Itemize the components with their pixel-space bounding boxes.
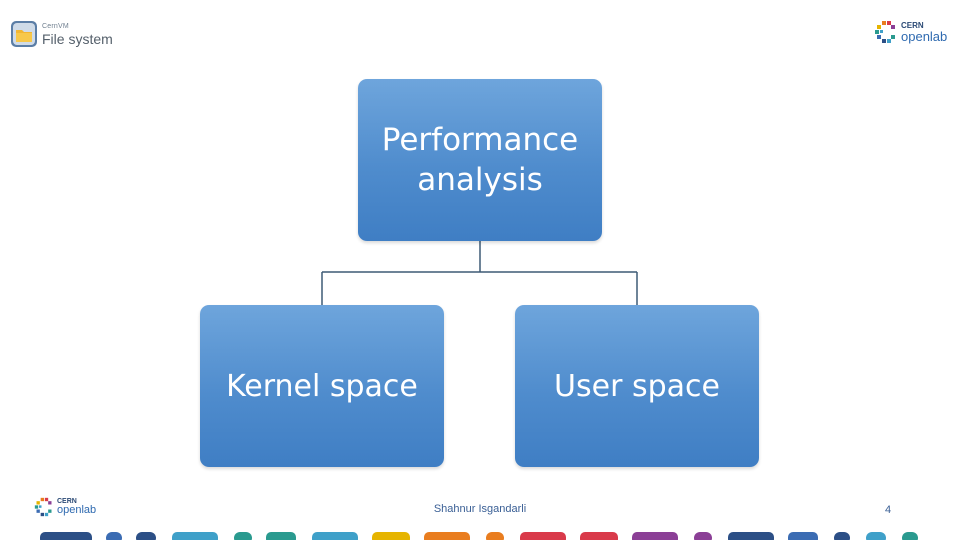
openlab-text: openlab — [901, 28, 948, 44]
diagram-node-performance-analysis: Performance analysis — [358, 79, 602, 241]
node-root-label-line1: Performance — [381, 121, 579, 158]
footer-author: Shahnur Isgandarli — [433, 503, 527, 515]
footer-color-strip — [40, 532, 918, 540]
openlab-text: openlab — [57, 504, 97, 516]
openlab-logo-top: CERN openlab — [874, 20, 947, 44]
node-user-label: User space — [554, 368, 720, 404]
page-number: 4 — [884, 504, 892, 516]
node-root-label-line2: analysis — [417, 162, 543, 198]
cernvm-folder-icon — [11, 21, 37, 47]
openlab-pixel-icon — [875, 21, 895, 43]
cernvm-logo: CernVM File system — [10, 18, 113, 50]
openlab-cern-text: CERN — [901, 20, 924, 30]
cernvm-big-text: File system — [42, 30, 113, 47]
diagram-node-user-space: User space — [515, 305, 759, 467]
openlab-cern-text: CERN — [57, 498, 77, 505]
openlab-logo-bottom: CERN openlab — [34, 497, 96, 517]
diagram-node-kernel-space: Kernel space — [200, 305, 444, 467]
openlab-pixel-icon — [34, 497, 52, 517]
node-kernel-label: Kernel space — [226, 368, 418, 404]
cernvm-small-text: CernVM — [42, 22, 69, 30]
